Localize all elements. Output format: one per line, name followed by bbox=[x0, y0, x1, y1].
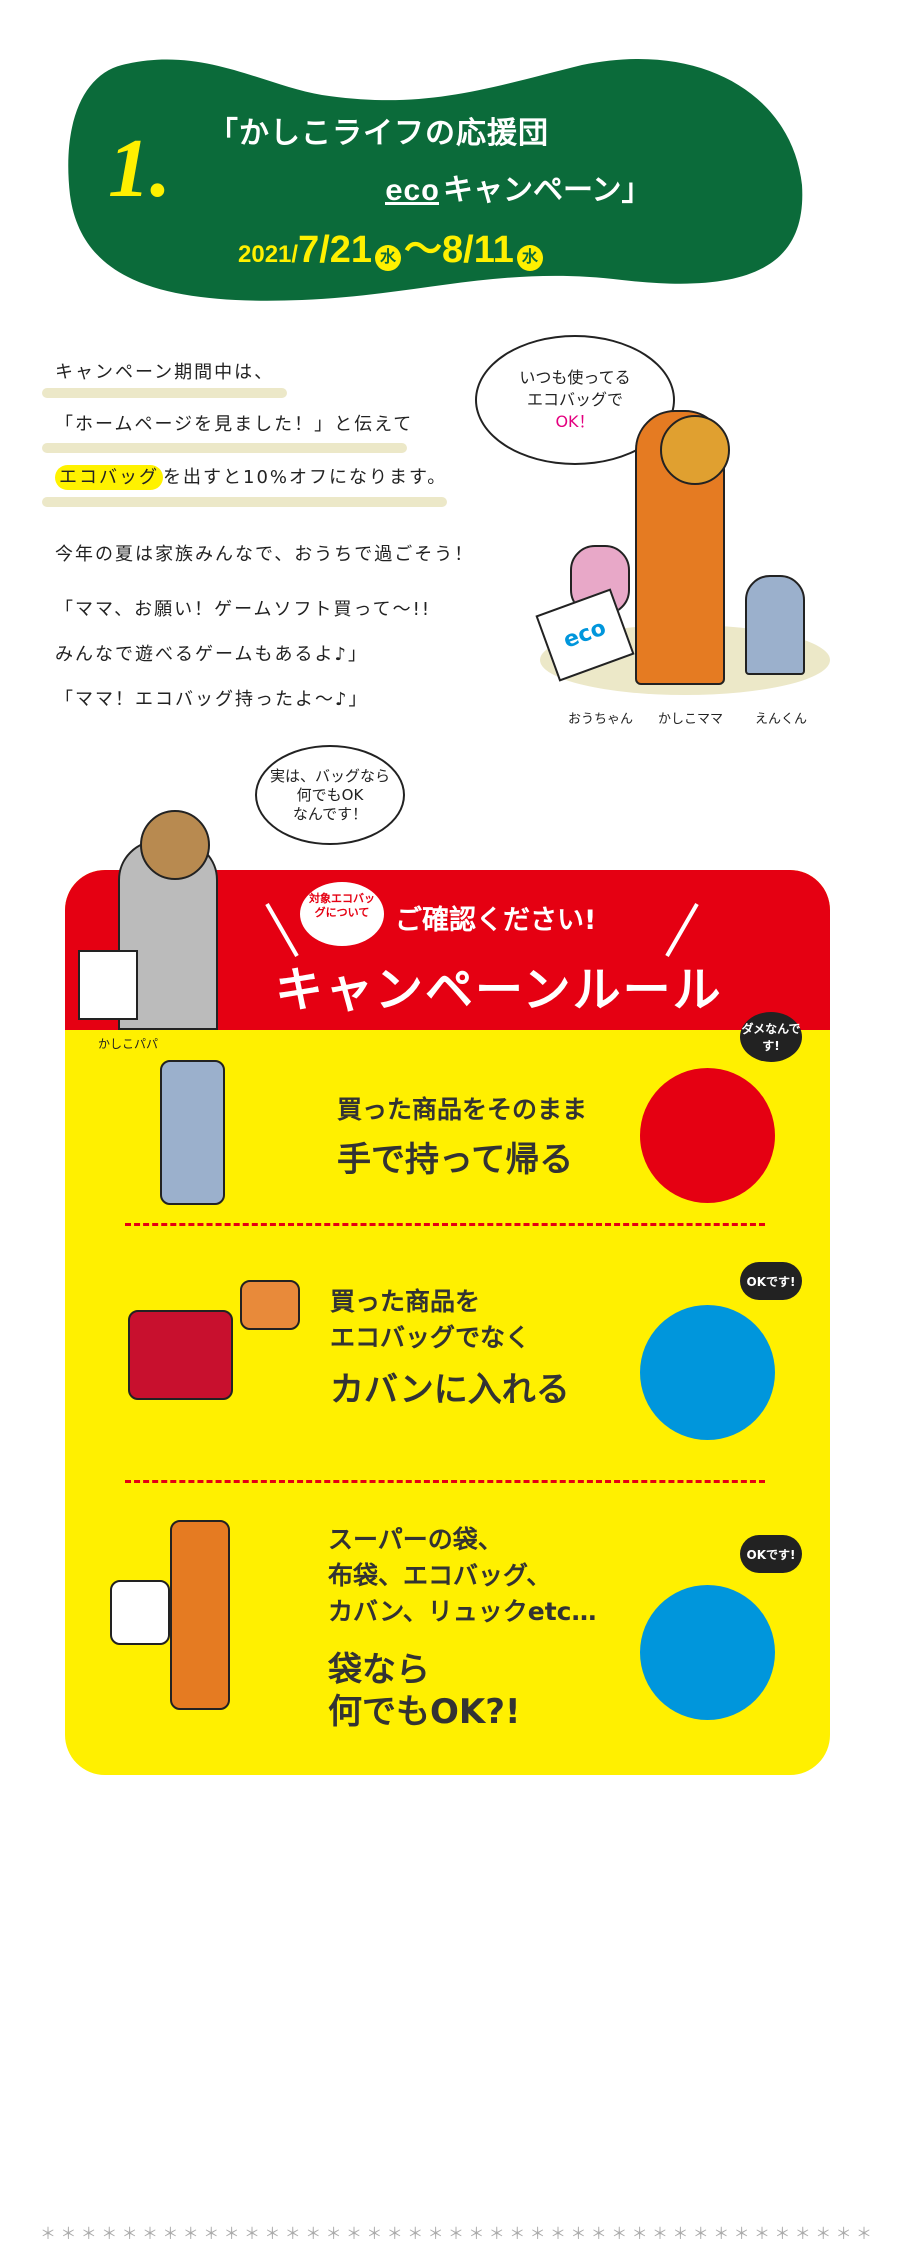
underline bbox=[42, 497, 447, 507]
rule2-papa-circle bbox=[640, 1305, 775, 1440]
rule3-badge: OKです! bbox=[740, 1535, 802, 1573]
intro-line: 「ママ！エコバッグ持ったよ〜♪」 bbox=[55, 689, 369, 710]
papa-hair bbox=[140, 810, 210, 880]
character-name: かしこパパ bbox=[98, 1037, 159, 1051]
eco-logo: eco bbox=[385, 176, 440, 210]
character-name: かしこママ bbox=[658, 712, 724, 727]
bubble-text: 実は、バッグなら bbox=[269, 766, 390, 785]
bubble-text: エコバッグで bbox=[526, 390, 623, 409]
bubble-text: OK！ bbox=[555, 412, 595, 431]
en-kun-illustration bbox=[745, 575, 805, 675]
rule3-papa-circle bbox=[640, 1585, 775, 1720]
rules-title: キャンペーンルール bbox=[275, 962, 723, 1018]
campaign-title-text: キャンペーン」 bbox=[443, 173, 652, 208]
intro-text: を出すと10%オフになります。 bbox=[163, 467, 448, 488]
rule3-text-large: 袋なら bbox=[328, 1650, 430, 1690]
mama-hair bbox=[660, 415, 730, 485]
campaign-title-line1: 「かしこライフの応援団 bbox=[208, 116, 549, 151]
bubble-text: なんです！ bbox=[292, 804, 368, 823]
rule1-text-large: 手で持って帰る bbox=[337, 1140, 574, 1180]
intro-line: エコバッグを出すと10%オフになります。 bbox=[55, 463, 448, 490]
rule3-text-small: スーパーの袋、 bbox=[328, 1525, 503, 1554]
footer-divider: ＊＊＊＊＊＊＊＊＊＊＊＊＊＊＊＊＊＊＊＊＊＊＊＊＊＊＊＊＊＊＊＊＊＊＊＊＊＊＊＊… bbox=[40, 2224, 877, 2243]
title-blob-background bbox=[68, 58, 803, 301]
rule1-text-small: 買った商品をそのまま bbox=[337, 1095, 588, 1124]
rule1-illustration bbox=[160, 1060, 225, 1205]
rule3-mama-illustration bbox=[170, 1520, 230, 1710]
intro-line: 「ホームページを見ました！」と伝えて bbox=[55, 414, 414, 435]
target-eco-bag-tag: 対象エコバッグについて bbox=[300, 882, 384, 946]
underline bbox=[42, 443, 407, 453]
date-year: 2021/ bbox=[238, 241, 299, 268]
rule3-text-small: 布袋、エコバッグ、 bbox=[328, 1561, 552, 1590]
date-end: 8/11 bbox=[442, 229, 514, 271]
bubble-text: 何でもOK bbox=[296, 785, 364, 804]
eco-bag-highlight: エコバッグ bbox=[55, 465, 163, 490]
rule3-text-small: カバン、リュックetc… bbox=[328, 1597, 597, 1626]
character-name: えんくん bbox=[755, 712, 808, 727]
date-start: 7/21 bbox=[298, 229, 373, 271]
section-number: 1. bbox=[108, 122, 171, 215]
date-end-day: 水 bbox=[516, 244, 543, 271]
rule3-bag-illustration bbox=[110, 1580, 170, 1645]
date-separator: 〜 bbox=[404, 229, 443, 271]
divider bbox=[125, 1223, 765, 1226]
rule1-badge: ダメなんです! bbox=[740, 1012, 802, 1062]
intro-line: キャンペーン期間中は、 bbox=[55, 362, 275, 383]
rule2-text-large: カバンに入れる bbox=[330, 1370, 570, 1410]
rule3-text-large: 何でもOK?! bbox=[328, 1692, 521, 1732]
intro-line: みんなで遊べるゲームもあるよ♪」 bbox=[55, 644, 368, 665]
rule2-badge: OKです! bbox=[740, 1262, 802, 1300]
intro-line: 今年の夏は家族みんなで、おうちで過ごそう！ bbox=[55, 544, 475, 565]
rule1-papa-circle bbox=[640, 1068, 775, 1203]
character-name: おうちゃん bbox=[568, 712, 634, 727]
rule2-text-small: エコバッグでなく bbox=[330, 1323, 531, 1352]
date-start-day: 水 bbox=[375, 244, 402, 271]
bubble-text: いつも使ってる bbox=[519, 368, 631, 387]
papa-bag-illustration bbox=[78, 950, 138, 1020]
rule2-bag-illustration bbox=[128, 1310, 233, 1400]
intro-line: 「ママ、お願い！ゲームソフト買って〜!! bbox=[55, 599, 432, 620]
rule2-text-small: 買った商品を bbox=[330, 1287, 481, 1316]
underline bbox=[42, 388, 287, 398]
rule2-wallet-illustration bbox=[240, 1280, 300, 1330]
divider bbox=[125, 1480, 765, 1483]
confirm-heading: ご確認ください! bbox=[395, 905, 597, 936]
